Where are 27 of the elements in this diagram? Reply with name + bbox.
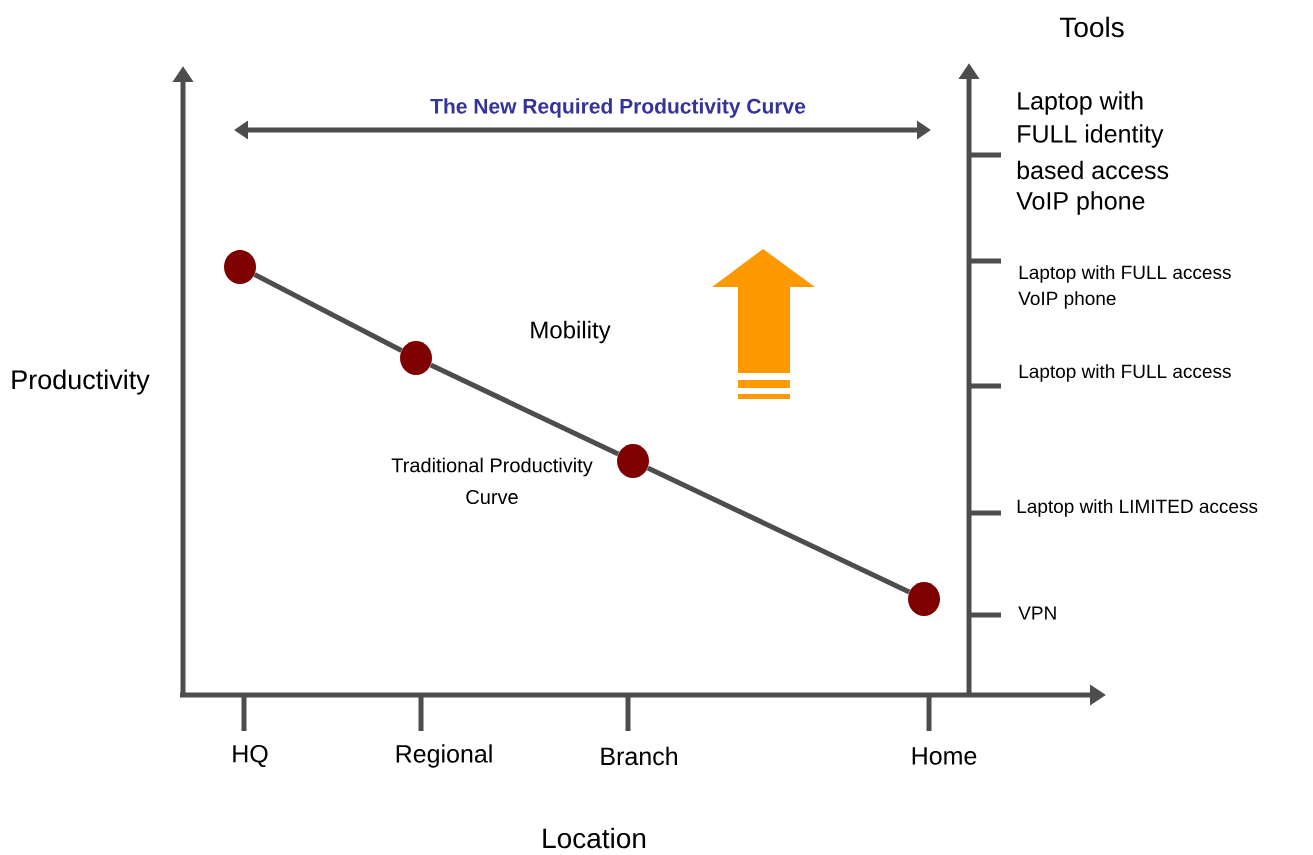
axis-title: Productivity: [12, 369, 150, 395]
tool-label: FULL identity: [1018, 124, 1164, 148]
tool-label: VoIP phone: [1016, 191, 1145, 215]
curve-line: [253, 272, 403, 353]
data-point: [224, 250, 256, 284]
tool-label: Laptop with FULL access: [1019, 364, 1231, 382]
arrow-label: The New Required Productivity Curve: [430, 98, 806, 118]
tick-label: HQ: [233, 744, 268, 768]
data-point: [908, 582, 940, 616]
tool-label: VPN: [1018, 606, 1056, 620]
tool-label: VoIP phone: [1018, 291, 1116, 309]
tool-label: Laptop with FULL access: [1019, 265, 1231, 283]
data-point: [617, 444, 649, 478]
axis-title: Tools: [1059, 16, 1124, 38]
tick-label: Home: [912, 747, 977, 765]
curve-label: Mobility: [531, 320, 611, 344]
tool-label: Laptop with LIMITED access: [1017, 499, 1258, 517]
tick-label: Regional: [396, 744, 492, 768]
curve-line: [429, 362, 620, 457]
data-point: [400, 341, 432, 375]
tool-label: based access: [1017, 160, 1169, 180]
tool-label: Laptop with: [1018, 91, 1143, 115]
axis-title: Location: [543, 827, 646, 849]
curve-label: Curve: [466, 489, 518, 505]
curve-line: [646, 465, 911, 595]
tick-label: Branch: [601, 746, 677, 766]
curve-label: Traditional Productivity: [391, 457, 593, 477]
